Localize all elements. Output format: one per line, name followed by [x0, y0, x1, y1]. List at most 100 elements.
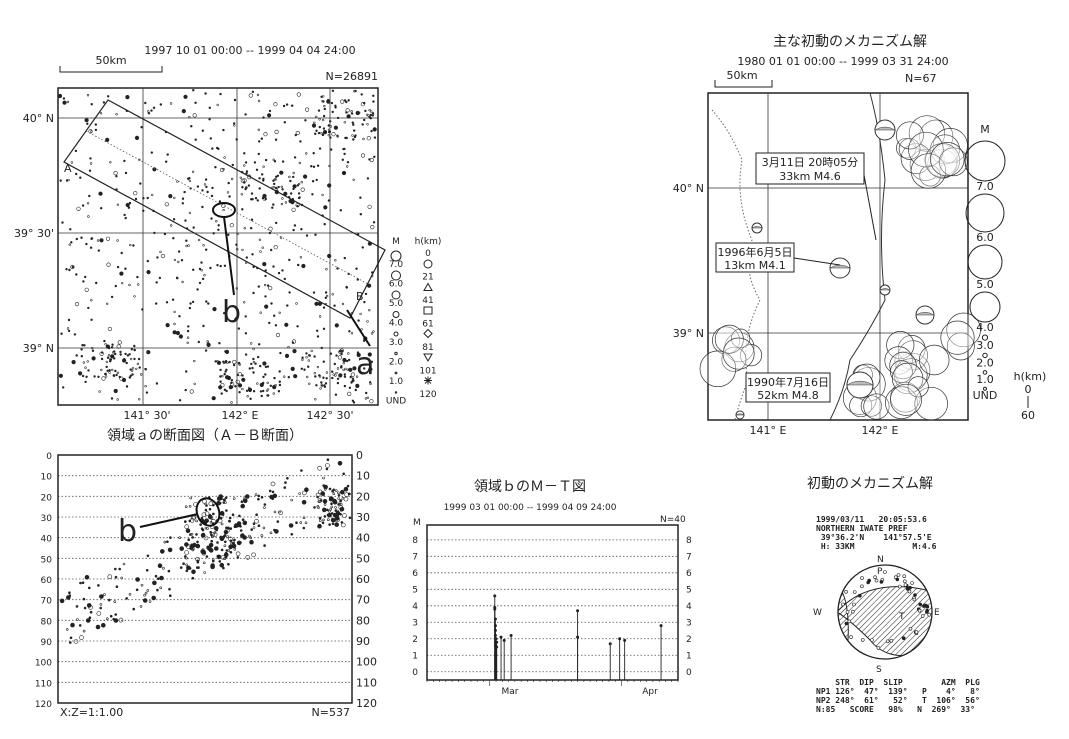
epicenter-dot	[314, 301, 319, 306]
depth-tick-label: 120	[356, 697, 377, 710]
epicenter-dot	[219, 368, 222, 372]
event-point	[576, 609, 580, 613]
epicenter-dot	[245, 389, 249, 392]
epicenter-dot	[210, 194, 214, 198]
map-period: 1997 10 01 00:00 -- 1999 04 04 24:00	[144, 44, 355, 57]
hypocenter-dot	[224, 551, 228, 555]
epicenter-dot	[319, 387, 322, 390]
y-tick-label: 5	[412, 585, 418, 595]
hypocenter-dot	[69, 636, 73, 640]
epicenter-dot	[119, 271, 124, 276]
epicenter-dot	[364, 109, 367, 113]
epicenter-dot	[71, 265, 75, 269]
y-tick-label: 7	[686, 552, 692, 562]
epicenter-dot	[209, 137, 213, 140]
epicenter-dot	[117, 340, 122, 345]
event-count: N=67	[905, 72, 936, 85]
hypocenter-dot	[240, 533, 245, 538]
epicenter-dot	[281, 160, 285, 163]
hypocenter-dot	[332, 492, 336, 496]
epicenter-dot	[185, 239, 188, 242]
svg-text:1996年6月5日: 1996年6月5日	[718, 245, 793, 259]
epicenter-dot	[268, 321, 271, 325]
hypocenter-dot	[151, 595, 156, 601]
epicenter-dot	[150, 109, 153, 112]
epicenter-dot	[226, 191, 230, 194]
magnitude-value: 6.0	[389, 280, 404, 290]
epicenter-dot	[140, 125, 143, 129]
hypocenter-dots	[59, 458, 352, 644]
hypocenter-dot	[65, 628, 69, 631]
hypocenter-dot	[162, 566, 165, 570]
y-tick-label: 6	[686, 569, 692, 579]
epicenter-dot	[225, 389, 228, 393]
polarity-point	[870, 638, 874, 642]
epicenter-dot	[264, 197, 267, 201]
hypocenter-dot	[70, 622, 75, 628]
svg-text:3月11日 20時05分: 3月11日 20時05分	[762, 156, 859, 169]
epicenter-dot	[373, 136, 377, 139]
polarity-point	[908, 626, 913, 631]
epicenter-dot	[327, 98, 330, 102]
epicenter-dot	[110, 397, 114, 400]
epicenter-dot	[98, 191, 103, 196]
epicenter-dot	[316, 335, 320, 338]
epicenter-dot	[322, 360, 325, 363]
epicenter-dot	[331, 89, 335, 93]
svg-text:h(km): h(km)	[415, 237, 442, 247]
epicenter-dot	[364, 397, 368, 400]
epicenter-dot	[125, 361, 128, 365]
epicenter-dot	[299, 140, 302, 143]
epicenter-dot	[123, 358, 126, 361]
hypocenter-dot	[231, 513, 235, 517]
epicenter-dot	[71, 360, 76, 365]
hypocenter-dot	[204, 508, 208, 512]
epicenter-dot	[279, 170, 284, 175]
epicenter-dot	[220, 392, 223, 395]
epicenter-dot	[79, 176, 82, 179]
epicenter-dot	[105, 236, 111, 241]
svg-text:W: W	[813, 608, 822, 618]
epicenter-dot	[337, 355, 343, 360]
hypocenter-dot	[218, 496, 221, 499]
magnitude-symbol	[983, 386, 987, 391]
epicenter-dot	[341, 170, 347, 176]
epicenter-dot	[102, 101, 106, 104]
epicenter-dot	[58, 373, 64, 378]
epicenter-dot	[233, 124, 236, 127]
svg-text:13km M4.1: 13km M4.1	[724, 259, 786, 272]
depth-tick-label: 40	[356, 532, 370, 545]
hypocenter-dot	[85, 618, 91, 623]
epicenter-dot	[177, 260, 180, 264]
beachball-symbol	[885, 386, 918, 420]
epicenter-dot	[333, 304, 336, 307]
hypocenter-dot	[288, 523, 294, 528]
hypocenter-dot	[195, 519, 198, 523]
epicenter-dot	[226, 361, 229, 364]
epicenter-dot	[65, 179, 69, 182]
epicenter-dot	[94, 281, 98, 285]
hypocenter-dot	[226, 535, 229, 538]
hypocenter-dot	[223, 557, 226, 560]
magnitude-symbol	[394, 371, 398, 375]
hypocenter-dot	[328, 487, 332, 491]
epicenter-dot	[370, 332, 374, 335]
hypocenter-dot	[106, 617, 109, 621]
epicenter-dot	[183, 190, 186, 194]
epicenter-dot	[317, 109, 321, 112]
epicenter-dot	[121, 377, 127, 383]
epicenter-dot	[348, 386, 352, 389]
epicenter-dot	[59, 179, 62, 182]
epicenter-dot	[142, 209, 145, 213]
epicenter-dot	[258, 177, 261, 180]
hypocenter-dot	[295, 521, 298, 525]
epicenter-dot	[215, 220, 218, 223]
hypocenter-dot	[195, 533, 198, 536]
epicenter-dot	[322, 100, 325, 103]
event-annotation: 1990年7月16日 52km M4.8	[745, 372, 831, 403]
epicenter-dot	[300, 228, 303, 231]
epicenter-dot	[216, 264, 219, 267]
epicenter-dot	[314, 132, 317, 136]
hypocenter-dot	[196, 540, 199, 544]
hypocenter-dot	[330, 502, 333, 506]
